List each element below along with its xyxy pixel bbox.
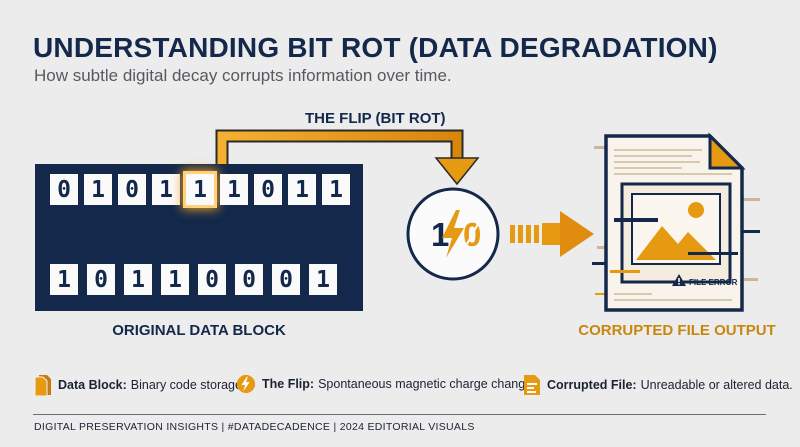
legend-term: The Flip: (262, 377, 315, 391)
bit-cell: 1 (288, 174, 316, 205)
flip-label: THE FLIP (BIT ROT) (305, 110, 446, 127)
bit-cell: 1 (161, 264, 189, 295)
file-error-badge: FILE ERROR (689, 278, 738, 287)
bit-cell: 1 (220, 174, 248, 205)
bit-cell: 0 (87, 264, 115, 295)
page-subtitle: How subtle digital decay corrupts inform… (34, 66, 452, 85)
bit-cell: 1 (186, 174, 214, 205)
footer: DIGITAL PRESERVATION INSIGHTS #DATADECAD… (34, 421, 475, 433)
lightning-bolt-icon (442, 210, 464, 258)
flip-from-bit: 1 (431, 216, 449, 253)
legend-the-flip: The Flip: Spontaneous magnetic charge ch… (236, 374, 532, 394)
corrupted-file-graphic: FILE ERROR (592, 132, 760, 312)
footer-item: DIGITAL PRESERVATION INSIGHTS (34, 421, 219, 433)
warning-icon (672, 274, 686, 286)
legend-term: Data Block: (58, 378, 127, 392)
bit-cell: 0 (235, 264, 263, 295)
flip-circle: 1 0 (406, 187, 500, 281)
footer-item: #DATADECADENCE (222, 421, 331, 433)
bit-cell: 0 (118, 174, 146, 205)
legend-term: Corrupted File: (547, 378, 637, 392)
bit-cell: 1 (309, 264, 337, 295)
bit-cell: 1 (124, 264, 152, 295)
legend-data-block: Data Block: Binary code storage (34, 374, 242, 396)
legend-corrupted-file: Corrupted File: Unreadable or altered da… (523, 374, 793, 396)
legend-desc: Binary code storage (130, 378, 242, 392)
original-data-block-label: ORIGINAL DATA BLOCK (112, 322, 286, 339)
footer-item: 2024 EDITORIAL VISUALS (333, 421, 474, 433)
bit-cell: 1 (50, 264, 78, 295)
file-stack-icon (34, 375, 51, 396)
corrupted-file-icon (524, 375, 540, 395)
bit-cell: 0 (50, 174, 78, 205)
bit-cell: 1 (322, 174, 350, 205)
footer-divider (33, 414, 766, 415)
page-title: UNDERSTANDING BIT ROT (DATA DEGRADATION) (33, 32, 718, 63)
bit-cell: 0 (272, 264, 300, 295)
legend-desc: Spontaneous magnetic charge change (318, 377, 533, 391)
legend-desc: Unreadable or altered data. (640, 378, 793, 392)
corrupted-file-label: CORRUPTED FILE OUTPUT (578, 322, 776, 339)
output-arrow (510, 211, 594, 257)
bit-cell: 1 (152, 174, 180, 205)
bit-cell: 0 (198, 264, 226, 295)
bit-cell: 1 (84, 174, 112, 205)
lightning-bolt-icon (236, 374, 256, 394)
bit-cell: 0 (254, 174, 282, 205)
